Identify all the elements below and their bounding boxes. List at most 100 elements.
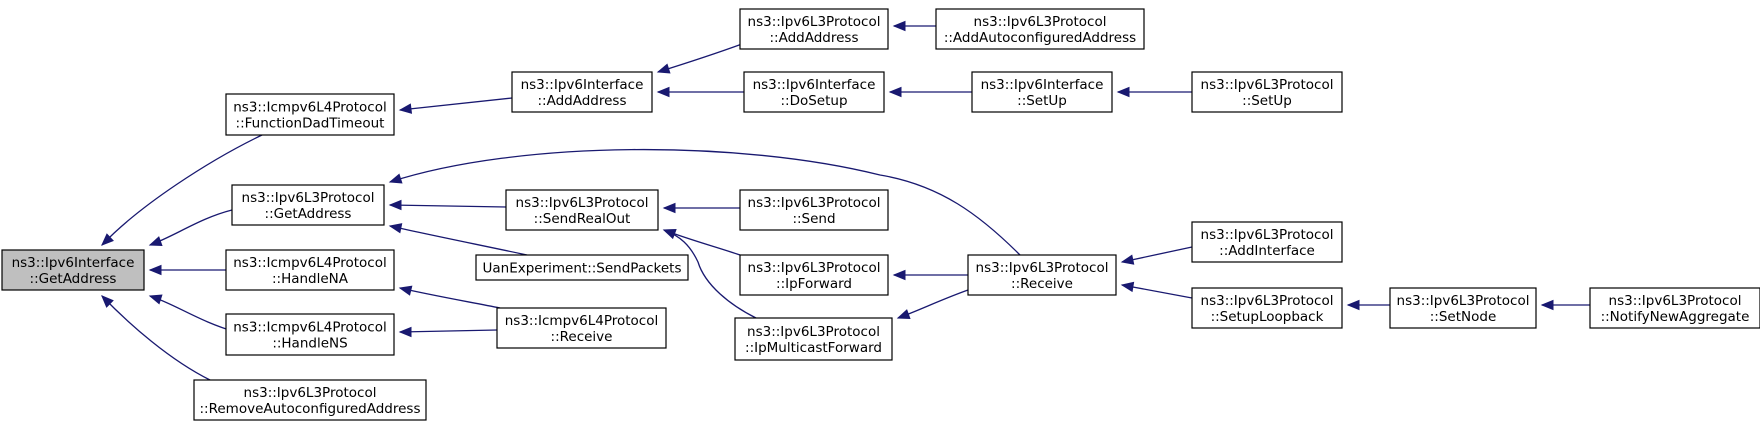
node-box[interactable] xyxy=(225,93,395,136)
node-box[interactable] xyxy=(496,307,667,349)
node-box[interactable] xyxy=(739,189,889,231)
node-label-line: ns3::Ipv6L3Protocol xyxy=(747,324,880,340)
edge-line xyxy=(1121,284,1193,299)
node-label-line: ::Receive xyxy=(1011,276,1073,292)
node-box[interactable] xyxy=(193,379,427,421)
arrowhead-icon xyxy=(148,294,163,305)
edge-n22-n21 xyxy=(1540,299,1590,311)
edge-n17-n14 xyxy=(896,289,969,319)
graph-node-n20[interactable]: ns3::Ipv6L3Protocol::SetupLoopback xyxy=(1191,287,1343,329)
node-box[interactable] xyxy=(734,317,893,361)
graph-node-n8[interactable]: UanExperiment::SendPackets xyxy=(475,254,689,281)
node-label-line: ::SetNode xyxy=(1430,309,1497,325)
node-label-line: ::NotifyNewAggregate xyxy=(1601,309,1750,325)
graph-node-n15[interactable]: ns3::Ipv6L3Protocol::AddAutoconfiguredAd… xyxy=(935,8,1145,50)
arrowhead-icon xyxy=(656,63,671,74)
node-label-line: ::IpForward xyxy=(776,276,852,292)
node-box[interactable] xyxy=(231,184,385,226)
edge-n12-n7 xyxy=(662,202,740,214)
node-label-line: ns3::Ipv6L3Protocol xyxy=(976,260,1109,276)
node-label-line: ns3::Ipv6Interface xyxy=(981,77,1104,93)
node-label-line: ::GetAddress xyxy=(265,206,352,222)
arrowhead-icon xyxy=(101,295,114,308)
node-label-line: ::SetupLoopback xyxy=(1211,309,1324,325)
edge-line xyxy=(389,204,507,208)
node-box[interactable] xyxy=(935,8,1145,50)
arrowhead-icon xyxy=(101,233,114,246)
node-label-line: ns3::Ipv6L3Protocol xyxy=(516,195,649,211)
edge-line xyxy=(149,295,237,333)
node-label-line: ns3::Ipv6Interface xyxy=(521,77,644,93)
node-box[interactable] xyxy=(1589,287,1760,329)
node-label-line: ::HandleNS xyxy=(272,336,347,352)
node-box[interactable] xyxy=(511,71,653,113)
node-box[interactable] xyxy=(225,313,395,356)
node-label-line: ::SetUp xyxy=(1017,93,1067,109)
node-label-line: ::Send xyxy=(792,211,835,227)
node-label-line: ns3::Icmpv6L4Protocol xyxy=(505,313,659,329)
graph-node-n4[interactable]: ns3::Icmpv6L4Protocol::HandleNS xyxy=(225,313,395,356)
node-label-line: ns3::Ipv6L3Protocol xyxy=(1201,227,1334,243)
edge-line xyxy=(399,97,513,111)
graph-node-n21[interactable]: ns3::Ipv6L3Protocol::SetNode xyxy=(1389,287,1537,329)
node-box[interactable] xyxy=(225,249,395,291)
graph-node-n16[interactable]: ns3::Ipv6Interface::SetUp xyxy=(971,71,1113,113)
node-label-line: ::IpMulticastForward xyxy=(745,340,882,356)
graph-node-n5[interactable]: ns3::Ipv6L3Protocol::RemoveAutoconfigure… xyxy=(193,379,427,421)
node-label-line: ns3::Ipv6L3Protocol xyxy=(1609,293,1742,309)
node-box[interactable] xyxy=(971,71,1113,113)
arrowhead-icon xyxy=(896,309,911,319)
edge-line xyxy=(101,134,263,246)
node-box[interactable] xyxy=(739,254,889,296)
arrowhead-icon xyxy=(1346,299,1360,311)
node-box[interactable] xyxy=(1,249,145,291)
graph-node-n19[interactable]: ns3::Ipv6L3Protocol::AddInterface xyxy=(1191,221,1343,263)
edge-n6-n1 xyxy=(398,97,513,114)
node-box[interactable] xyxy=(475,254,689,281)
node-label-line: ns3::Ipv6L3Protocol xyxy=(242,190,375,206)
edge-n9-n4 xyxy=(398,326,498,338)
arrowhead-icon xyxy=(398,285,413,296)
node-box[interactable] xyxy=(739,8,889,50)
graph-node-n18[interactable]: ns3::Ipv6L3Protocol::SetUp xyxy=(1191,71,1343,113)
edge-n21-n20 xyxy=(1346,299,1390,311)
node-label-line: ::AddAutoconfiguredAddress xyxy=(944,30,1136,46)
node-box[interactable] xyxy=(1191,287,1343,329)
graph-node-n14[interactable]: ns3::Ipv6L3Protocol::IpMulticastForward xyxy=(734,317,893,361)
graph-node-n11[interactable]: ns3::Ipv6Interface::DoSetup xyxy=(743,71,885,113)
edge-n17-n13 xyxy=(892,269,968,281)
node-box[interactable] xyxy=(967,254,1117,296)
node-label-line: ns3::Ipv6L3Protocol xyxy=(748,260,881,276)
arrowhead-icon xyxy=(148,264,162,276)
graph-node-n22[interactable]: ns3::Ipv6L3Protocol::NotifyNewAggregate xyxy=(1589,287,1760,329)
graph-node-n13[interactable]: ns3::Ipv6L3Protocol::IpForward xyxy=(739,254,889,296)
edge-n11-n6 xyxy=(656,86,744,98)
edge-n7-n2 xyxy=(388,199,507,211)
graph-node-n9[interactable]: ns3::Icmpv6L4Protocol::Receive xyxy=(496,307,667,349)
graph-node-n1[interactable]: ns3::Icmpv6L4Protocol::FunctionDadTimeou… xyxy=(225,93,395,136)
node-label-line: ::AddInterface xyxy=(1219,243,1315,259)
edge-line xyxy=(389,148,1021,256)
graph-node-n10[interactable]: ns3::Ipv6L3Protocol::AddAddress xyxy=(739,8,889,50)
edge-n10-n6 xyxy=(656,43,743,74)
edge-n15-n10 xyxy=(892,20,936,32)
arrowhead-icon xyxy=(662,229,677,239)
edges-layer xyxy=(101,20,1590,381)
node-box[interactable] xyxy=(1191,221,1343,263)
node-box[interactable] xyxy=(1389,287,1537,329)
graph-node-n2[interactable]: ns3::Ipv6L3Protocol::GetAddress xyxy=(231,184,385,226)
graph-node-n7[interactable]: ns3::Ipv6L3Protocol::SendRealOut xyxy=(505,189,659,231)
graph-node-n6[interactable]: ns3::Ipv6Interface::AddAddress xyxy=(511,71,653,113)
node-box[interactable] xyxy=(1191,71,1343,113)
graph-node-n0[interactable]: ns3::Ipv6Interface::GetAddress xyxy=(1,249,145,291)
node-label-line: ::DoSetup xyxy=(780,93,847,109)
graph-node-n3[interactable]: ns3::Icmpv6L4Protocol::HandleNA xyxy=(225,249,395,291)
graph-node-n12[interactable]: ns3::Ipv6L3Protocol::Send xyxy=(739,189,889,231)
edge-n19-n17 xyxy=(1120,246,1193,265)
node-label-line: ns3::Icmpv6L4Protocol xyxy=(233,320,387,336)
edge-n17-n2 xyxy=(388,148,1021,256)
node-box[interactable] xyxy=(505,189,659,231)
graph-node-n17[interactable]: ns3::Ipv6L3Protocol::Receive xyxy=(967,254,1117,296)
node-box[interactable] xyxy=(743,71,885,113)
node-label-line: ::SendRealOut xyxy=(534,211,631,227)
